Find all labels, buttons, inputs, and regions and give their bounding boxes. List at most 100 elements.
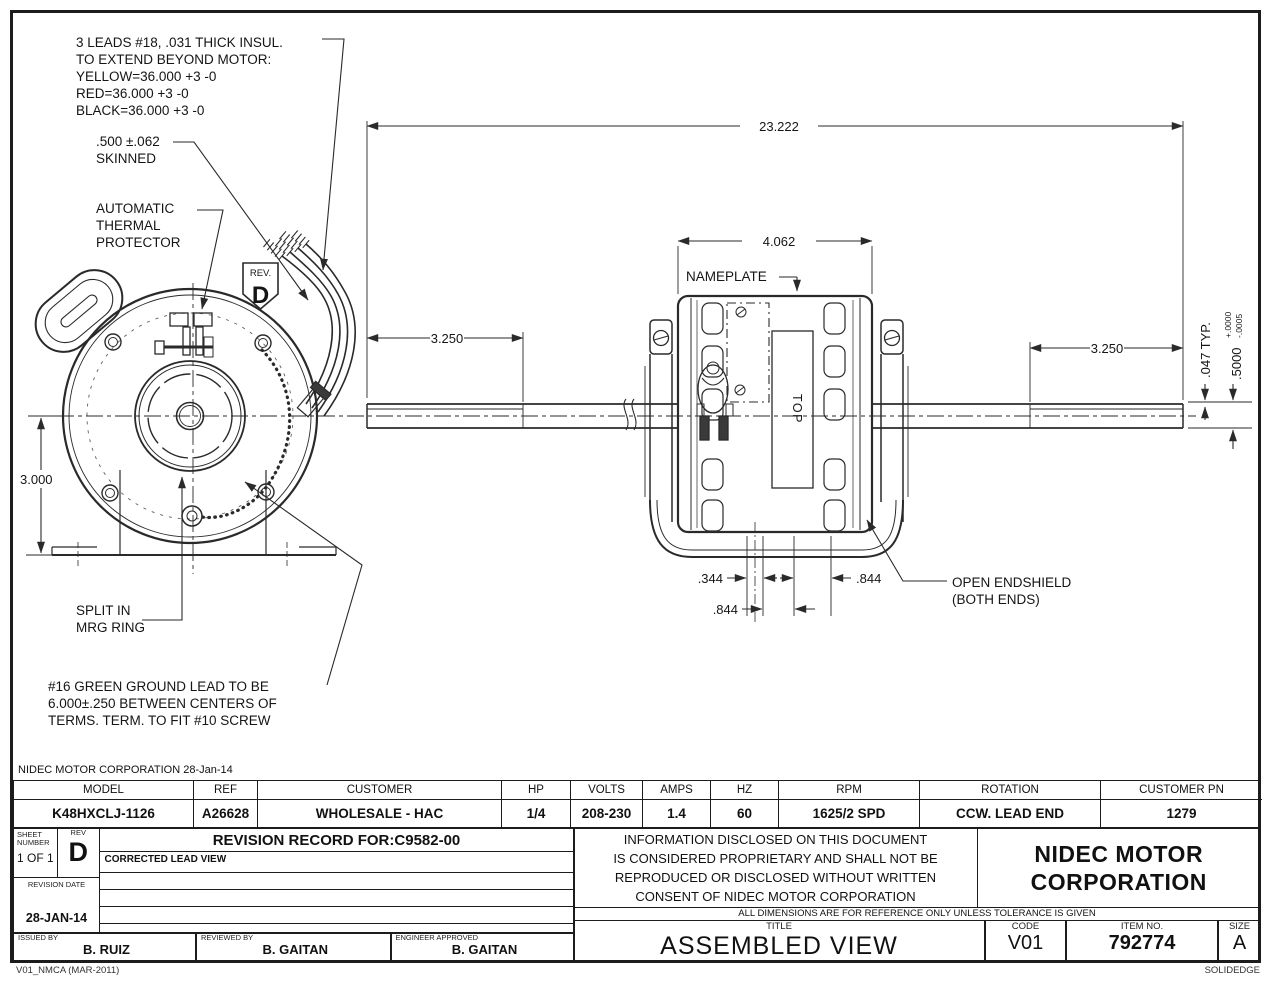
title-row: TITLE ASSEMBLED VIEW CODE V01 ITEM NO. 7… — [573, 919, 1261, 963]
dim-dia-tol-minus: -.0005 — [1234, 314, 1244, 338]
reviewed-by-value: B. GAITAN — [262, 942, 328, 957]
thermal-note-line3: PROTECTOR — [96, 235, 181, 250]
dim-dia-tol-plus: +.0000 — [1223, 311, 1233, 338]
dim-shaft-dia: .5000 — [1229, 347, 1244, 380]
dim-shaft-right: 3.250 — [1091, 341, 1124, 356]
leads-note-line2: TO EXTEND BEYOND MOTOR: — [76, 52, 271, 67]
spec-value-rotation: CCW. LEAD END — [920, 800, 1101, 827]
drawing-text: 3 LEADS #18, .031 THICK INSUL. TO EXTEND… — [17, 35, 1244, 728]
spec-header-model: MODEL — [14, 781, 194, 800]
dim-047-typ: .047 TYP. — [1198, 322, 1213, 378]
spec-value-amps: 1.4 — [643, 800, 711, 827]
revision-record-note: CORRECTED LEAD VIEW — [99, 852, 574, 873]
nameplate-outline — [726, 302, 770, 403]
mounting-brackets — [644, 319, 909, 558]
center-panel — [771, 330, 814, 489]
mounting-base — [51, 470, 337, 566]
rev-badge-value: D — [252, 282, 269, 309]
rev-badge-label: REV. — [250, 268, 271, 279]
code-value: V01 — [1007, 931, 1044, 954]
spec-table: MODEL REF CUSTOMER HP VOLTS AMPS HZ RPM … — [13, 780, 1262, 828]
thermal-protector-clip — [154, 312, 214, 358]
size-label: SIZE — [1228, 920, 1251, 932]
rev-badge: REV. D — [242, 262, 279, 311]
leads-note-line1: 3 LEADS #18, .031 THICK INSUL. — [76, 35, 283, 50]
footer-form-number: V01_NMCA (MAR-2011) — [16, 965, 120, 976]
revision-record-title-text: REVISION RECORD FOR: — [212, 831, 395, 849]
spec-value-rpm: 1625/2 SPD — [779, 800, 920, 827]
spec-value-hz: 60 — [711, 800, 779, 827]
dim-height: 3.000 — [20, 472, 53, 487]
spec-header-hp: HP — [502, 781, 571, 800]
size-value: A — [1232, 931, 1247, 954]
revision-date-cell: REVISION DATE 28-JAN-14 — [13, 876, 100, 934]
spec-header-customer-pn: CUSTOMER PN — [1101, 781, 1262, 800]
rev-label: REV — [70, 828, 86, 837]
rev-cell: REV D — [56, 828, 100, 878]
revision-date-value: 28-JAN-14 — [25, 910, 88, 925]
size-cell: SIZE A — [1218, 919, 1261, 963]
ground-note-line3: TERMS. TERM. TO FIT #10 SCREW — [48, 713, 271, 728]
leads-note-line3: YELLOW=36.000 +3 -0 — [76, 69, 216, 84]
proprietary-line4: CONSENT OF NIDEC MOTOR CORPORATION — [635, 889, 916, 904]
revision-record-empty-row — [99, 873, 574, 890]
thermal-protector-side — [696, 361, 734, 441]
skinned-note-line1: .500 ±.062 — [96, 134, 160, 149]
junction-cover — [34, 269, 124, 353]
thermal-note-line1: AUTOMATIC — [96, 201, 175, 216]
spec-value-customer: WHOLESALE - HAC — [258, 800, 502, 827]
dim-foot-844-right: .844 — [856, 571, 881, 586]
motor-side-view — [366, 294, 1184, 558]
torx-screws — [734, 306, 747, 396]
open-endshield-line2: (BOTH ENDS) — [952, 592, 1040, 607]
dim-foot-344: .344 — [698, 571, 723, 586]
sheet-number-cell: SHEET NUMBER 1 OF 1 — [13, 828, 58, 878]
sheet-label-2: NUMBER — [17, 838, 50, 847]
sheet-number-value: 1 OF 1 — [17, 851, 54, 865]
tolerance-note: ALL DIMENSIONS ARE FOR REFERENCE ONLY UN… — [573, 906, 1261, 921]
top-orientation-label: TOP — [790, 394, 804, 424]
reviewed-by-label: REVIEWED BY — [201, 933, 254, 942]
spec-value-volts: 208-230 — [571, 800, 643, 827]
stripped-lead-hatching — [263, 230, 310, 261]
dim-body: 4.062 — [763, 234, 796, 249]
title-cell: TITLE ASSEMBLED VIEW — [573, 919, 985, 963]
nameplate-label: NAMEPLATE — [686, 269, 767, 284]
thermal-note-line2: THERMAL — [96, 218, 161, 233]
issued-by-cell: ISSUED BY B. RUIZ — [13, 932, 196, 963]
signature-row: ISSUED BY B. RUIZ REVIEWED BY B. GAITAN … — [13, 932, 575, 963]
ground-note-line2: 6.000±.250 BETWEEN CENTERS OF — [48, 696, 277, 711]
engineer-approved-cell: ENGINEER APPROVED B. GAITAN — [390, 932, 575, 963]
issued-by-value: B. RUIZ — [83, 942, 130, 957]
dim-shaft-left: 3.250 — [431, 331, 464, 346]
dim-overall: 23.222 — [759, 119, 799, 134]
split-note-line1: SPLIT IN — [76, 603, 131, 618]
open-endshield-line1: OPEN ENDSHIELD — [952, 575, 1072, 590]
ground-note-line1: #16 GREEN GROUND LEAD TO BE — [48, 679, 269, 694]
revision-date-label: REVISION DATE — [27, 879, 86, 889]
sheet-border — [10, 10, 1261, 963]
company-name: NIDEC MOTOR CORPORATION — [976, 828, 1261, 908]
engineer-approved-label: ENGINEER APPROVED — [395, 933, 479, 942]
proprietary-line1: INFORMATION DISCLOSED ON THIS DOCUMENT — [623, 832, 928, 847]
spec-header-rpm: RPM — [779, 781, 920, 800]
proprietary-line3: REPRODUCED OR DISCLOSED WITHOUT WRITTEN — [614, 870, 937, 885]
item-no-label: ITEM NO. — [1120, 920, 1164, 932]
dim-foot-844-lower: .844 — [713, 602, 738, 617]
leads-note-line5: BLACK=36.000 +3 -0 — [76, 103, 204, 118]
sheet-label-1: SHEET — [17, 830, 43, 839]
face-screws — [101, 333, 275, 502]
footer-cad-system: SOLIDEDGE — [1204, 965, 1260, 976]
reviewed-by-cell: REVIEWED BY B. GAITAN — [196, 932, 391, 963]
assembled-view-drawing: REV. D 3 LEADS #18, .031 THICK INSUL. TO… — [17, 35, 1252, 728]
dimensions — [26, 38, 1252, 686]
revision-record-empty-row — [99, 907, 574, 924]
code-label: CODE — [1011, 920, 1040, 932]
revision-record: REVISION RECORD FOR: C9582-00 CORRECTED … — [98, 828, 575, 934]
split-note-line2: MRG RING — [76, 620, 145, 635]
vent-slots — [701, 302, 846, 532]
engineer-approved-value: B. GAITAN — [451, 942, 518, 957]
issued-by-label: ISSUED BY — [18, 933, 59, 942]
spec-header-rotation: ROTATION — [920, 781, 1101, 800]
